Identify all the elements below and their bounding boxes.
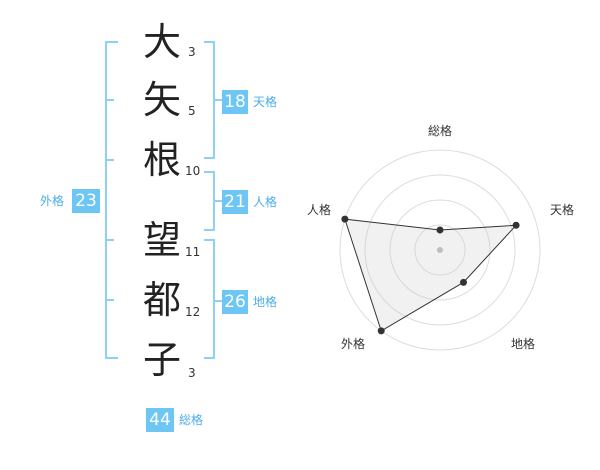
radar-axis-label-soukaku: 総格: [428, 124, 453, 138]
chikaku-label: 地格: [253, 295, 278, 309]
stroke-count-6: 3: [188, 366, 196, 380]
name-char-4: 望: [142, 218, 181, 262]
radar-series-polygon: [344, 218, 518, 332]
name-char-5: 都: [142, 278, 181, 322]
radar-ring: [339, 149, 541, 351]
soukaku-label: 総格: [179, 413, 204, 427]
chikaku-value: 26: [222, 290, 248, 314]
jinkaku-value: 21: [222, 190, 248, 214]
radar-axis-label-jinkaku: 人格: [307, 203, 332, 217]
tenkaku-value: 18: [222, 90, 248, 114]
radar-center-dot: [437, 247, 443, 253]
stroke-count-2: 5: [188, 104, 196, 118]
name-char-6: 子: [142, 338, 181, 382]
soukaku-value: 44: [146, 408, 174, 432]
chikaku-bracket: [204, 239, 215, 359]
gaikaku-bracket: [105, 41, 118, 359]
radar-axis-label-gaikaku: 外格: [341, 337, 366, 351]
jinkaku-label: 人格: [253, 195, 278, 209]
stroke-count-4: 11: [185, 245, 201, 259]
radar-point: [436, 226, 444, 234]
radar-axis-label-tenkaku: 天格: [550, 203, 575, 217]
stroke-count-3: 10: [185, 164, 201, 178]
radar-ring: [389, 199, 491, 301]
name-char-1: 大: [142, 20, 181, 64]
tenkaku-label: 天格: [253, 95, 278, 109]
gaikaku-label: 外格: [40, 194, 65, 208]
radar-point: [512, 221, 520, 229]
radar-point: [341, 215, 349, 223]
stroke-count-1: 3: [188, 45, 196, 59]
radar-point: [377, 327, 385, 335]
radar-point: [460, 278, 468, 286]
radar-ring: [364, 174, 516, 326]
name-char-3: 根: [142, 138, 181, 182]
radar-axis-label-chikaku: 地格: [511, 337, 536, 351]
radar-ring: [414, 224, 466, 276]
name-char-2: 矢: [142, 78, 181, 122]
gaikaku-value: 23: [72, 189, 100, 213]
stroke-count-5: 12: [185, 305, 201, 319]
